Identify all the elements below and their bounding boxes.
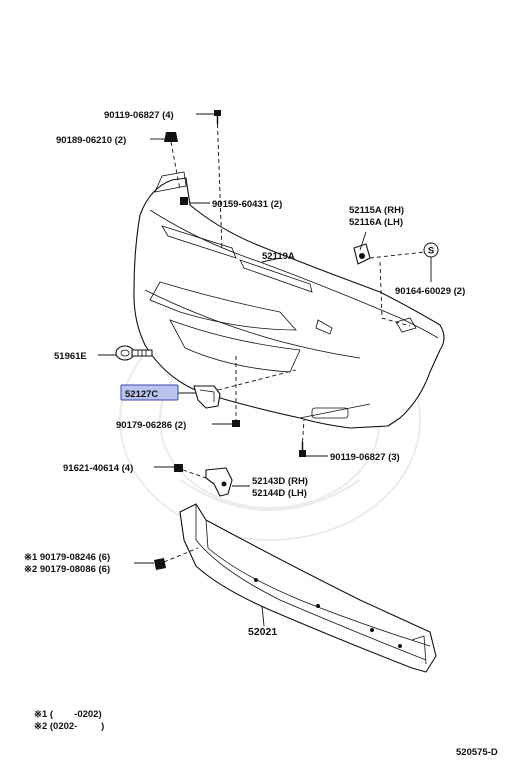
nut-90179-06286[interactable] [232,420,240,427]
label-90179-08246[interactable]: ※1 90179-08246 (6) [24,552,110,563]
label-52115a[interactable]: 52115A (RH) [349,205,404,216]
retainer-52115a[interactable] [353,243,371,265]
label-52127c: 52127C [125,389,158,400]
note-2: ※2 (0202- ) [34,721,104,732]
label-52116a[interactable]: 52116A (LH) [349,217,403,228]
note-1: ※1 ( -0202) [34,709,102,720]
bolt-90119-06827-top[interactable] [214,110,221,124]
label-52119a[interactable]: 52119A [262,251,295,262]
nut-90179-08246[interactable] [154,558,166,570]
label-90179-08086[interactable]: ※2 90179-08086 (6) [24,564,110,575]
label-90189-06210[interactable]: 90189-06210 (2) [56,135,126,146]
label-90119-06827-4[interactable]: 90119-06827 (4) [104,110,174,121]
label-52143d[interactable]: 52143D (RH) [252,476,308,487]
retainer-52143d[interactable] [205,467,233,497]
label-52127c-highlight[interactable]: 52127C [120,384,179,401]
s-symbol-circle: S [423,242,439,258]
label-90159-60431[interactable]: 90159-60431 (2) [212,199,282,210]
label-52021[interactable]: 52021 [248,626,277,638]
bolt-90119-06827-bottom[interactable] [299,442,306,457]
bumper-cover-52119a[interactable] [133,171,445,429]
bracket-52127c[interactable] [193,385,221,409]
label-90164-60029[interactable]: 90164-60029 (2) [395,286,465,297]
label-91621-40614[interactable]: 91621-40614 (4) [63,463,133,474]
label-90119-06827-3[interactable]: 90119-06827 (3) [330,452,400,463]
bolt-91621-40614[interactable] [174,464,183,472]
label-90179-06286[interactable]: 90179-06286 (2) [116,420,186,431]
label-51961e[interactable]: 51961E [54,351,87,362]
clip-90189-06210[interactable] [164,132,178,142]
screw-90159-60431[interactable] [180,197,188,205]
diagram-code: 520575-D [456,747,498,758]
s-symbol-label: S [428,246,434,257]
label-52144d[interactable]: 52144D (LH) [252,488,307,499]
bumper-reinforcement-52021[interactable] [179,503,437,673]
tow-hook-51961e[interactable] [115,345,153,361]
